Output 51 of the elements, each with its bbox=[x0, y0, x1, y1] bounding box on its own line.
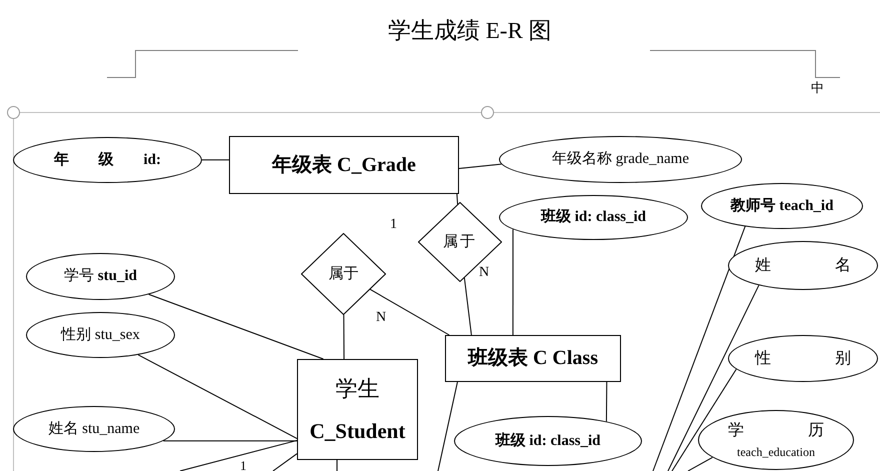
attribute-name: 班级 id: class_id bbox=[540, 208, 646, 227]
relationship-diamond bbox=[418, 202, 502, 282]
connector-line bbox=[672, 368, 737, 471]
connector-line bbox=[343, 314, 344, 360]
connector-line bbox=[668, 284, 760, 471]
attribute-name: 教师号 teach_id bbox=[730, 196, 834, 216]
attribute-name: 班级 id: class_id bbox=[495, 432, 600, 450]
connector-line bbox=[456, 194, 458, 205]
connector-line bbox=[512, 228, 514, 336]
entity-name: 班级表 C Class bbox=[468, 346, 598, 371]
connector-line bbox=[336, 460, 338, 471]
attribute-name: 性 别 bbox=[755, 348, 851, 368]
connector-line bbox=[458, 164, 502, 169]
entity-box bbox=[297, 359, 418, 460]
connector-line bbox=[272, 453, 298, 471]
connector-line bbox=[464, 277, 472, 336]
entity-name: 年级表 C_Grade bbox=[272, 152, 416, 178]
attribute-name: 姓 名 bbox=[755, 256, 851, 276]
connector-line bbox=[162, 440, 298, 442]
attribute-ellipse bbox=[13, 406, 175, 452]
entity-box bbox=[445, 335, 621, 382]
connector-line bbox=[652, 226, 746, 471]
cardinality-label: N bbox=[479, 266, 490, 280]
connector-line bbox=[148, 294, 324, 360]
diagram-title: 学生成绩 E-R 图 bbox=[388, 17, 552, 45]
entity-name: C_Student bbox=[310, 418, 406, 444]
connector-line bbox=[180, 440, 298, 471]
connector-line bbox=[606, 382, 608, 422]
attribute-ellipse bbox=[13, 137, 202, 183]
attribute-name: 年级名称 grade_name bbox=[552, 150, 690, 169]
attribute-name: 性别 stu_sex bbox=[61, 326, 140, 344]
attribute-name: 年 级 id: bbox=[54, 150, 161, 170]
cardinality-label: 1 bbox=[240, 459, 246, 471]
relationship-name: 属于 bbox=[328, 264, 358, 284]
connector-line bbox=[688, 456, 713, 471]
attribute-ellipse bbox=[728, 241, 878, 290]
connector-line bbox=[370, 288, 450, 336]
attribute-name: 学号 stu_id bbox=[64, 267, 137, 286]
cardinality-label: 1 bbox=[390, 218, 397, 232]
connector-line bbox=[438, 382, 458, 471]
attribute-name: 学 历 bbox=[728, 420, 824, 440]
entity-name: 学生 bbox=[336, 374, 380, 402]
attribute-name: teach_education bbox=[737, 444, 815, 460]
header-text: 中 bbox=[811, 81, 824, 94]
attribute-ellipse bbox=[728, 335, 878, 382]
connector-line bbox=[138, 354, 298, 440]
attribute-name: 姓名 stu_name bbox=[48, 420, 140, 438]
entity-box bbox=[229, 136, 459, 194]
cardinality-label: N bbox=[376, 311, 386, 325]
connector-line bbox=[202, 159, 230, 160]
relationship-name: 属于 bbox=[443, 232, 477, 252]
